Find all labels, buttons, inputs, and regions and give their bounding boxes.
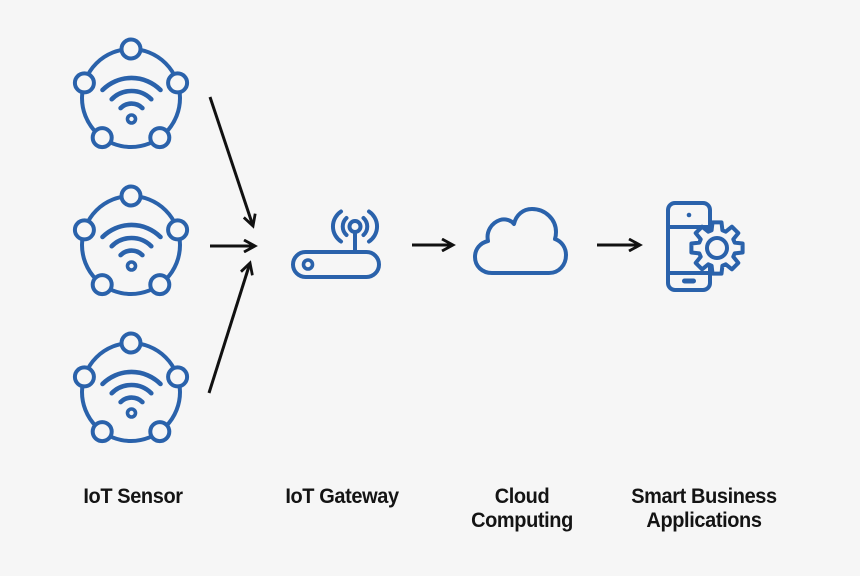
iot-sensor-icon-3 [72,331,190,444]
label-iot-sensor: IoT Sensor [83,485,183,508]
gear-icon [689,220,745,276]
wifi-icon [100,222,163,272]
phone-gear-icon [666,201,745,292]
antenna-icon [331,209,379,254]
phone-speaker-dot [686,212,692,218]
label-smart-business-applications: Smart Business Applications [631,485,777,532]
iot-sensor-icon-2 [72,184,190,297]
cloud-icon [473,207,568,275]
arrow-sensor3-to-gateway [207,263,250,394]
router-body [291,250,381,279]
label-cloud-computing: Cloud Computing [471,485,573,532]
phone-home-button [682,278,696,284]
sensor-ring-nodes [72,37,190,150]
sensor-ring-nodes [72,331,190,444]
wifi-icon [100,369,163,419]
wifi-icon [100,75,163,125]
arrow-sensor1-to-gateway [208,96,253,226]
router-icon [291,209,381,279]
iot-sensor-icon-1 [72,37,190,150]
sensor-ring-nodes [72,184,190,297]
label-iot-gateway: IoT Gateway [285,485,399,508]
router-led [301,258,315,271]
